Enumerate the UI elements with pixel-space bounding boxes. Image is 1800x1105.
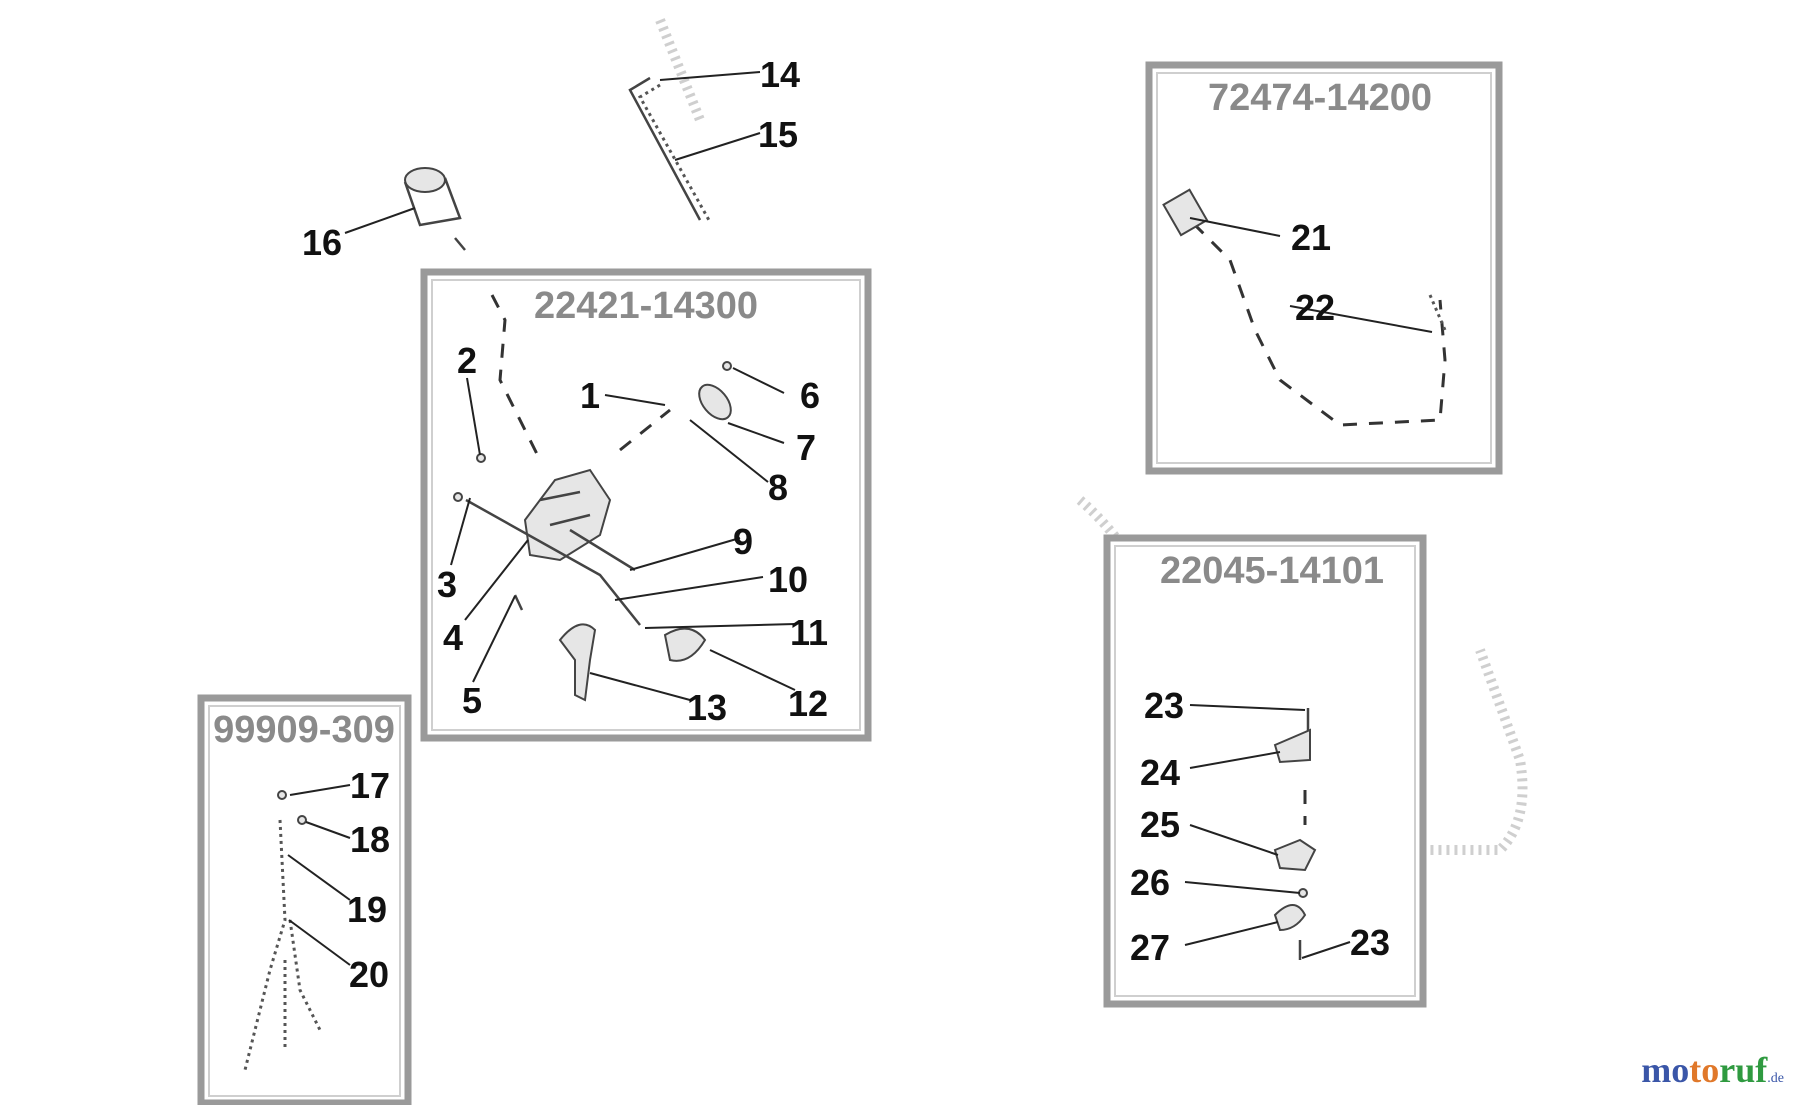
kit-box-clamp: 22045-14101 [1103,534,1427,1008]
callout-7: 7 [796,427,816,468]
callout-18: 18 [350,819,390,860]
brand-logo-suffix: .de [1767,1071,1784,1086]
callout-15: 15 [758,114,798,155]
callout-10: 10 [768,559,808,600]
kit-label-main: 22421-14300 [534,285,758,327]
callout-14: 14 [760,54,800,95]
callout-20: 20 [349,954,389,995]
brand-logo-part-3: ruf [1719,1050,1768,1090]
callout-5: 5 [462,680,482,721]
callout-3: 3 [437,564,457,605]
callout-12: 12 [788,683,828,724]
kit-label-wiring: 99909-309 [213,709,395,751]
clamp-part [1273,708,1317,960]
kit-label-throttle: 72474-14200 [1208,77,1432,119]
leader-lines [287,71,1433,966]
callouts: 1 2 3 4 5 6 7 8 9 10 11 12 13 14 15 16 1… [302,54,1390,995]
callout-2: 2 [457,340,477,381]
grip-part [403,167,466,251]
callout-24: 24 [1140,752,1180,793]
brand-logo[interactable]: motoruf.de [1641,1049,1784,1091]
callout-11: 11 [790,612,828,653]
kit-label-clamp: 22045-14101 [1160,550,1384,592]
callout-19: 19 [347,889,387,930]
throttle-housing-part [453,294,732,702]
wiring-harness-part [243,790,322,1071]
kit-box-throttle: 72474-14200 [1145,61,1503,475]
callout-22: 22 [1295,287,1335,328]
callout-23-bottom: 23 [1350,922,1390,963]
handle-bar-part [628,76,702,221]
brand-logo-part-2: to [1689,1050,1720,1090]
ghost-part-top [655,18,705,122]
callout-21: 21 [1291,217,1331,258]
callout-4: 4 [443,617,463,658]
callout-8: 8 [768,467,788,508]
brand-logo-part-1: mo [1641,1050,1690,1090]
throttle-cable-part [1162,188,1447,427]
kit-box-main: 22421-14300 [420,268,872,742]
callout-17: 17 [350,765,390,806]
callout-9: 9 [733,521,753,562]
callout-16: 16 [302,222,342,263]
callout-27: 27 [1130,927,1170,968]
callout-23-top: 23 [1144,685,1184,726]
callout-1: 1 [580,375,600,416]
kit-box-wiring: 99909-309 [197,694,412,1105]
callout-13: 13 [687,687,727,728]
callout-25: 25 [1140,804,1180,845]
callout-26: 26 [1130,862,1170,903]
callout-6: 6 [800,375,820,416]
